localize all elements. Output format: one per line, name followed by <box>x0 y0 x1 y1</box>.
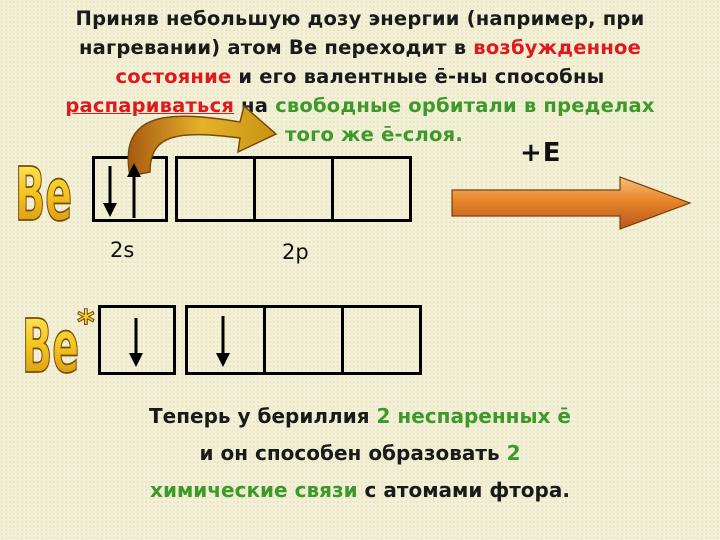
electron-down-arrow-2s-excited <box>129 318 143 367</box>
electron-up-arrow <box>127 163 141 218</box>
highlight-bonds: химические связи <box>150 478 358 502</box>
highlight-excited: возбужденное <box>473 36 642 59</box>
label-2p: 2p <box>282 240 309 264</box>
intro-line-2: нагревании) атом Be переходит в возбужде… <box>78 36 642 59</box>
orbital-2s-excited <box>98 305 176 375</box>
excited-state-orbitals <box>98 305 422 375</box>
excited-asterisk: * <box>77 303 95 343</box>
outro-line-1: Теперь у бериллия 2 неспаренных ē <box>149 404 571 428</box>
intro-line-1: Приняв небольшую дозу энергии (например,… <box>75 7 645 30</box>
highlight-layer: того же ē-слоя. <box>284 123 463 146</box>
outro-line-2: и он способен образовать 2 <box>199 441 521 465</box>
energy-label: +E <box>520 138 562 168</box>
highlight-unpair: распариваться <box>65 94 235 117</box>
electron-down-arrow <box>103 166 117 217</box>
atom-symbol-excited: Be * <box>21 303 95 391</box>
svg-text:Be: Be <box>15 152 72 238</box>
electron-down-arrow-2p-excited <box>216 316 230 367</box>
highlight-orbitals: свободные орбитали в пределах <box>275 94 655 117</box>
orbital-2p3-excited <box>341 305 422 375</box>
highlight-state: состояние <box>115 65 232 88</box>
orbital-2p3-ground <box>331 156 412 222</box>
svg-text:Be: Be <box>22 304 79 390</box>
intro-line-3: состояние и его валентные ē-ны способны <box>115 65 605 88</box>
highlight-two: 2 <box>506 441 521 465</box>
label-2s: 2s <box>110 238 135 262</box>
outro-text: Теперь у бериллия 2 неспаренных ē и он с… <box>0 398 720 509</box>
highlight-unpaired: 2 неспаренных ē <box>376 404 571 428</box>
outro-line-3: химические связи с атомами фтора. <box>150 478 570 502</box>
atom-symbol-ground: Be <box>14 151 72 238</box>
transition-curve-arrow <box>127 104 278 177</box>
energy-arrow <box>451 176 692 230</box>
intro-line-5: того же ē-слоя. <box>0 120 720 149</box>
